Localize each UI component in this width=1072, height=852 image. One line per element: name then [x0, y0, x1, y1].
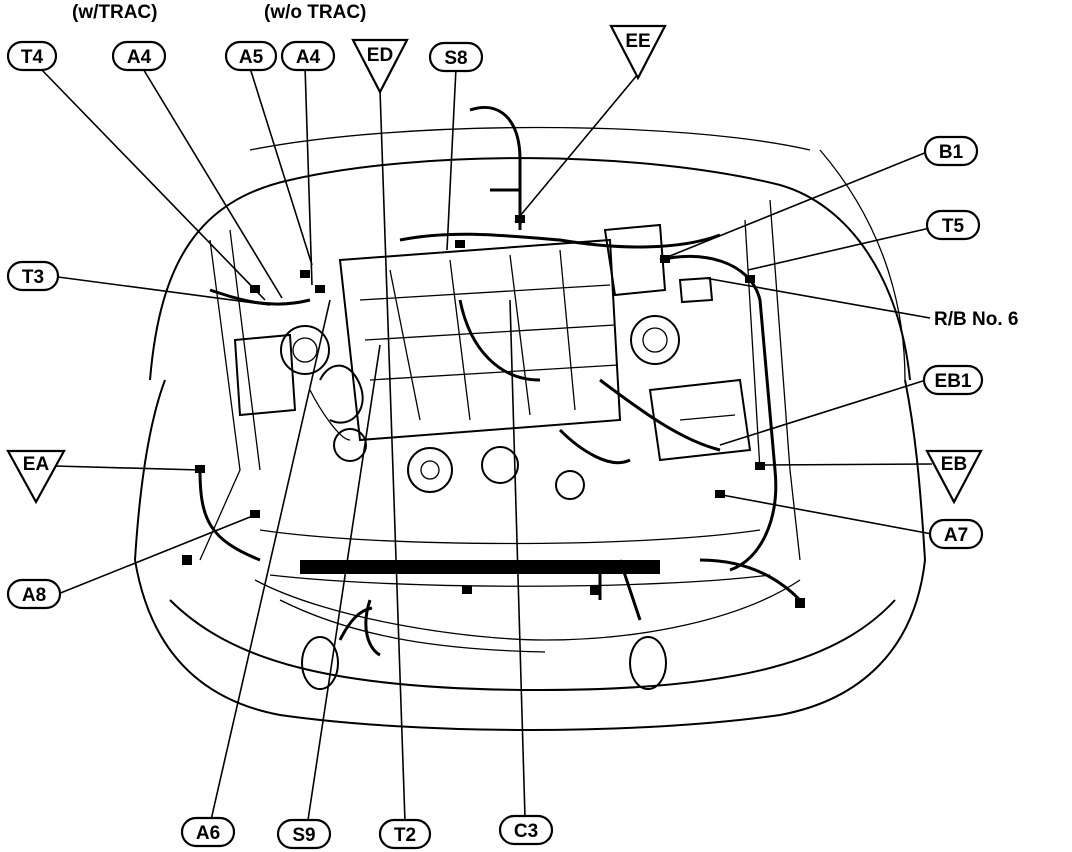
label-ee-text: EE — [625, 31, 650, 52]
label-t4-text: T4 — [21, 47, 44, 68]
ground-label-ed[interactable]: ED — [351, 38, 409, 95]
connector-label-a8[interactable]: A8 — [6, 578, 62, 610]
header-with-trac: (w/TRAC) — [72, 2, 157, 23]
connector-label-s8[interactable]: S8 — [428, 41, 484, 73]
connector-label-c3[interactable]: C3 — [498, 814, 554, 846]
connector-label-a4[interactable]: A4 — [280, 40, 336, 72]
label-a8-text: A8 — [22, 585, 46, 606]
label-s9-text: S9 — [292, 825, 315, 846]
ground-label-ea[interactable]: EA — [6, 449, 66, 505]
label-eb-text: EB — [941, 454, 967, 475]
label-eb1-text: EB1 — [935, 371, 972, 392]
header-without-trac: (w/o TRAC) — [264, 2, 366, 23]
connector-label-a7[interactable]: A7 — [928, 518, 984, 550]
label-a4-text: A4 — [296, 47, 321, 68]
connector-label-t3[interactable]: T3 — [6, 260, 60, 292]
label-t2-text: T2 — [394, 825, 416, 846]
connector-label-s9[interactable]: S9 — [276, 818, 332, 850]
connector-label-t2[interactable]: T2 — [378, 818, 432, 850]
label-c3-text: C3 — [514, 821, 538, 842]
label-ea-text: EA — [23, 454, 50, 475]
label-s8-text: S8 — [444, 48, 467, 69]
ground-label-eb[interactable]: EB — [925, 449, 983, 505]
label-a4-trac-text: A4 — [127, 47, 152, 68]
label-b1-text: B1 — [939, 142, 964, 163]
label-t5-text: T5 — [942, 216, 965, 237]
connector-label-a4-trac[interactable]: A4 — [111, 40, 167, 72]
connector-label-a6[interactable]: A6 — [180, 816, 236, 848]
ground-label-ee[interactable]: EE — [609, 24, 667, 81]
label-ed-text: ED — [367, 45, 393, 66]
connector-label-t5[interactable]: T5 — [925, 209, 981, 241]
connector-label-a5[interactable]: A5 — [224, 40, 278, 72]
engine-bay-drawing — [134, 106, 926, 731]
label-a6-text: A6 — [196, 823, 220, 844]
connector-label-eb1[interactable]: EB1 — [922, 364, 984, 396]
leader-lines — [39, 65, 933, 823]
label-t3-text: T3 — [22, 267, 44, 288]
label-rb-no6: R/B No. 6 — [934, 309, 1018, 330]
connector-label-b1[interactable]: B1 — [923, 135, 979, 167]
label-a7-text: A7 — [944, 525, 968, 546]
connector-label-t4[interactable]: T4 — [6, 40, 58, 72]
label-a5-text: A5 — [239, 47, 264, 68]
